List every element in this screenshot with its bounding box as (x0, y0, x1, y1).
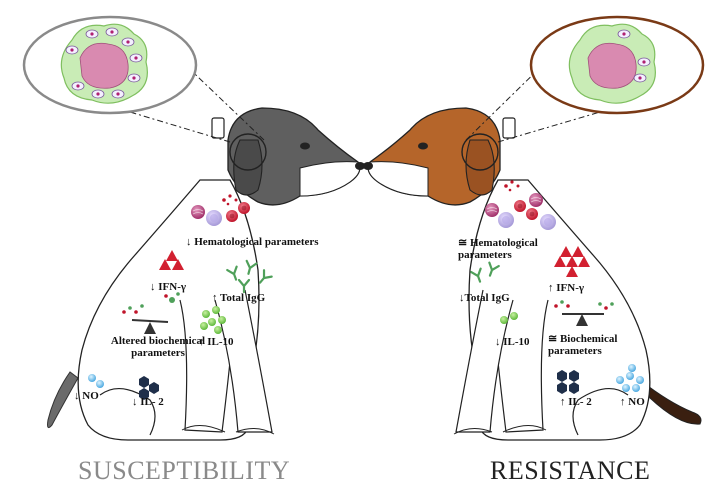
susceptibility-title: SUSCEPTIBILITY (78, 456, 291, 485)
susceptible-biochemical-label: Altered biochemical parameters (110, 335, 206, 359)
resistant-ifn-label: ↑ IFN-γ (548, 282, 585, 294)
resistant-igg-label: ↓Total IgG (459, 292, 510, 304)
susceptible-no-label: ↓ NO (74, 390, 99, 402)
macrophage (568, 23, 656, 104)
susceptible-ifn-label: ↓ IFN-γ (150, 281, 187, 293)
resistance-title: RESISTANCE (490, 456, 651, 485)
susceptible-igg-label: ↑ Total IgG (212, 292, 266, 304)
resistant-hematological-label: ≅ Hematological parameters (458, 237, 538, 261)
susceptible-il2-label: ↓ IL- 2 (132, 396, 164, 408)
resistant-il10-label: ↓ IL-10 (495, 336, 530, 348)
susceptible-il10-label: ↑ IL-10 (199, 336, 234, 348)
susceptible-dog (22, 15, 365, 441)
resistant-il2-label: ↑ IL- 2 (560, 396, 592, 408)
resistant-biochemical-label: ≅ Biochemical parameters (548, 333, 618, 357)
infected-macrophage (60, 23, 148, 104)
resistant-no-label: ↑ NO (620, 396, 645, 408)
susceptible-hematological-label: ↓ Hematological parameters (186, 236, 319, 248)
resistant-dog (363, 15, 705, 441)
